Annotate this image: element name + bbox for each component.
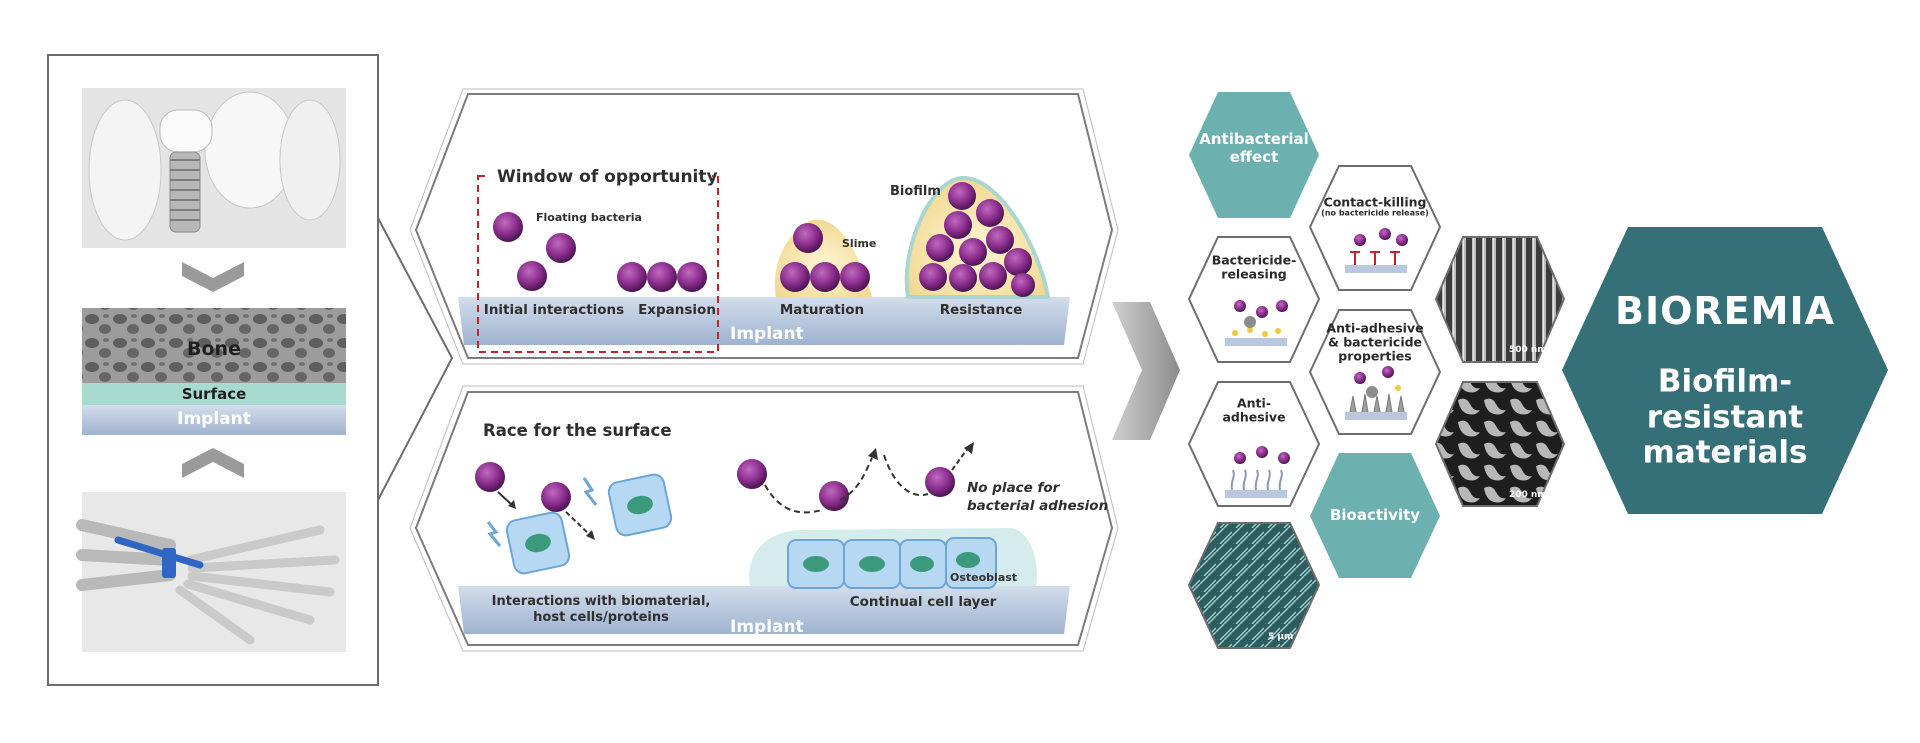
wrist-implant-illustration: [76, 492, 346, 652]
floating-bacteria-label: Floating bacteria: [536, 211, 642, 224]
bioremia-hex: [1562, 227, 1888, 514]
stage-initial-interactions: Initial interactions: [483, 302, 625, 318]
surface-label: Surface: [181, 385, 247, 403]
contact-killing-illustration: [1345, 228, 1408, 273]
contact-killing-label: Contact-killing (no bactericide release): [1321, 194, 1429, 218]
anti-adhesive-illustration: [1225, 446, 1290, 498]
window-of-opportunity-title: Window of opportunity: [497, 167, 718, 187]
bioactivity-label: Bioactivity: [1329, 506, 1421, 524]
big-right-chevron-icon: [1112, 302, 1180, 440]
no-place-line2: bacterial adhesion: [967, 498, 1109, 514]
osteoblast-cell-layer: [749, 528, 1037, 589]
scale-200nm: 200 nm: [1509, 490, 1547, 500]
bioremia-subtitle: Biofilm- resistant materials: [1642, 363, 1808, 471]
interactions-line2: host cells/proteins: [533, 610, 669, 625]
bactericide-releasing-label: Bactericide-releasing: [1211, 252, 1297, 281]
porous-sem-hex: [1434, 381, 1566, 507]
race-right-bacteria: [737, 442, 974, 514]
slime-label: Slime: [842, 237, 877, 250]
stage-expansion: Expansion: [638, 302, 716, 318]
osteoblast-label: Osteoblast: [950, 571, 1018, 584]
nanostructure-sem-hex: [1187, 522, 1321, 649]
up-chevron-icon: [182, 448, 244, 478]
bioactivity-hex: [1310, 453, 1440, 578]
bactericide-releasing-illustration: [1225, 300, 1288, 346]
antibacterial-effect-hex: [1189, 92, 1319, 218]
anti-adhesive-bactericide-illustration: [1345, 366, 1407, 420]
down-chevron-icon: [182, 262, 244, 292]
scale-5um: 5 μm: [1268, 632, 1294, 642]
stage-resistance: Resistance: [939, 302, 1023, 318]
bactericide-releasing-hex: [1187, 236, 1321, 363]
no-place-line1: No place for: [967, 480, 1060, 496]
anti-adhesive-hex: [1187, 381, 1321, 507]
bioremia-title: BIOREMIA: [1615, 289, 1835, 334]
bottom-implant-label: Implant: [730, 617, 804, 637]
continual-cell-layer-label: Continual cell layer: [849, 594, 997, 610]
scale-500nm: 500 nm: [1509, 345, 1547, 355]
resistance-biofilm-group: [904, 175, 1051, 299]
bone-surface-implant-illustration: [82, 308, 346, 435]
nanopillar-sem-hex: [1434, 236, 1566, 363]
top-implant-base: [458, 297, 1070, 345]
race-for-surface-title: Race for the surface: [483, 421, 672, 440]
bottom-implant-base: [458, 586, 1070, 634]
anti-adhesive-bactericide-hex: [1308, 309, 1442, 435]
race-left-bacteria-cells: [475, 462, 673, 575]
anti-adhesive-label: Anti-adhesive: [1222, 395, 1286, 424]
top-implant-label: Implant: [730, 324, 804, 344]
bone-label: Bone: [187, 338, 241, 360]
floating-bacteria-group: [493, 212, 576, 291]
left-implant-label: Implant: [177, 409, 251, 429]
connector-lines: [377, 217, 454, 501]
biofilm-label: Biofilm: [890, 184, 941, 199]
interactions-line1: Interactions with biomaterial,: [491, 594, 711, 609]
expansion-bacteria-group: [617, 262, 707, 292]
stage-maturation: Maturation: [779, 302, 865, 318]
contact-killing-hex: [1308, 165, 1442, 291]
maturation-slime-group: [774, 219, 872, 297]
dental-implant-illustration: [82, 88, 346, 248]
